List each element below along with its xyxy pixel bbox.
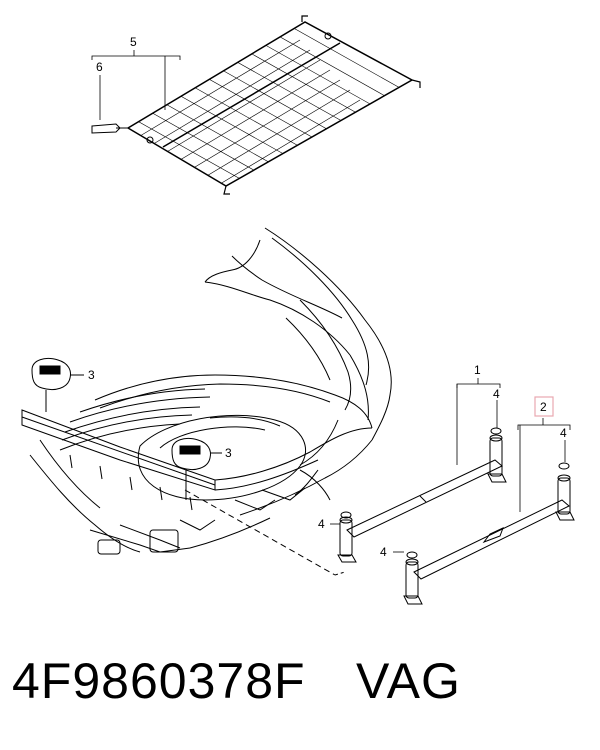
callout-3-center: 3 bbox=[225, 446, 232, 460]
parts-diagram: 5 6 3 3 1 4 2 4 4 4 bbox=[21, 15, 575, 605]
callout-3-left: 3 bbox=[88, 368, 95, 382]
callout-5: 5 bbox=[130, 35, 137, 49]
callout-4-rear-left: 4 bbox=[318, 517, 325, 531]
callout-leaders bbox=[330, 378, 571, 553]
hook-bracket bbox=[91, 123, 128, 134]
retaining-clip-center bbox=[171, 437, 222, 500]
callout-4-rear-right: 4 bbox=[493, 387, 500, 401]
callout-6: 6 bbox=[96, 60, 103, 74]
callout-2-highlight bbox=[534, 396, 554, 417]
cargo-bar-front bbox=[403, 462, 575, 605]
callout-2: 2 bbox=[540, 400, 547, 414]
part-number: 4F9860378F bbox=[12, 653, 306, 709]
brand-label: VAG bbox=[356, 653, 461, 709]
vehicle-body bbox=[21, 227, 392, 576]
callout-leaders-top bbox=[91, 50, 181, 120]
cargo-net bbox=[126, 15, 421, 195]
callout-1: 1 bbox=[474, 363, 481, 377]
cargo-bar-rear bbox=[337, 427, 507, 563]
callout-4-front-right: 4 bbox=[560, 426, 567, 440]
callout-4-front-left: 4 bbox=[380, 545, 387, 559]
retaining-clip-left bbox=[31, 357, 84, 412]
